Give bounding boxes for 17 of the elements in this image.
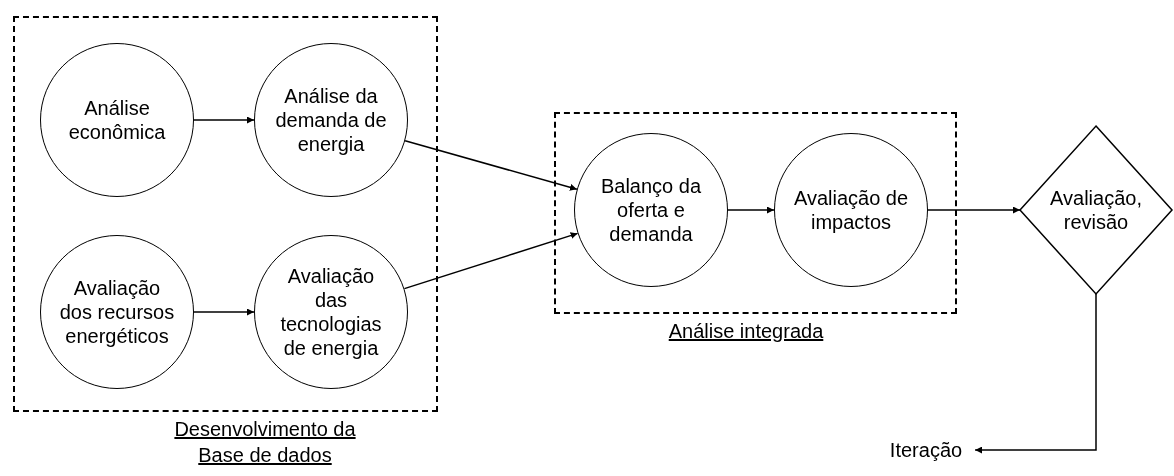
- node-label: Avaliação, revisão: [1049, 186, 1143, 234]
- node-label: Avaliação das tecnologias de energia: [279, 264, 383, 360]
- arrow: [193, 308, 255, 316]
- arrow: [193, 116, 255, 124]
- node-label: Análise da demanda de energia: [274, 84, 388, 156]
- flow-label: Iteração: [889, 438, 963, 462]
- node-label: Análise econômica: [67, 96, 167, 144]
- arrow: [974, 293, 1097, 454]
- node-label: Balanço da oferta e demanda: [599, 174, 703, 246]
- node-label: Avaliação dos recursos energéticos: [58, 276, 176, 348]
- group-title: Desenvolvimento da Base de dados: [174, 418, 356, 466]
- arrow: [404, 140, 578, 191]
- arrow: [727, 206, 775, 214]
- arrow: [403, 232, 579, 290]
- arrow: [927, 206, 1021, 214]
- node-label: Avaliação de impactos: [792, 186, 910, 234]
- group-title: Análise integrada: [668, 320, 824, 342]
